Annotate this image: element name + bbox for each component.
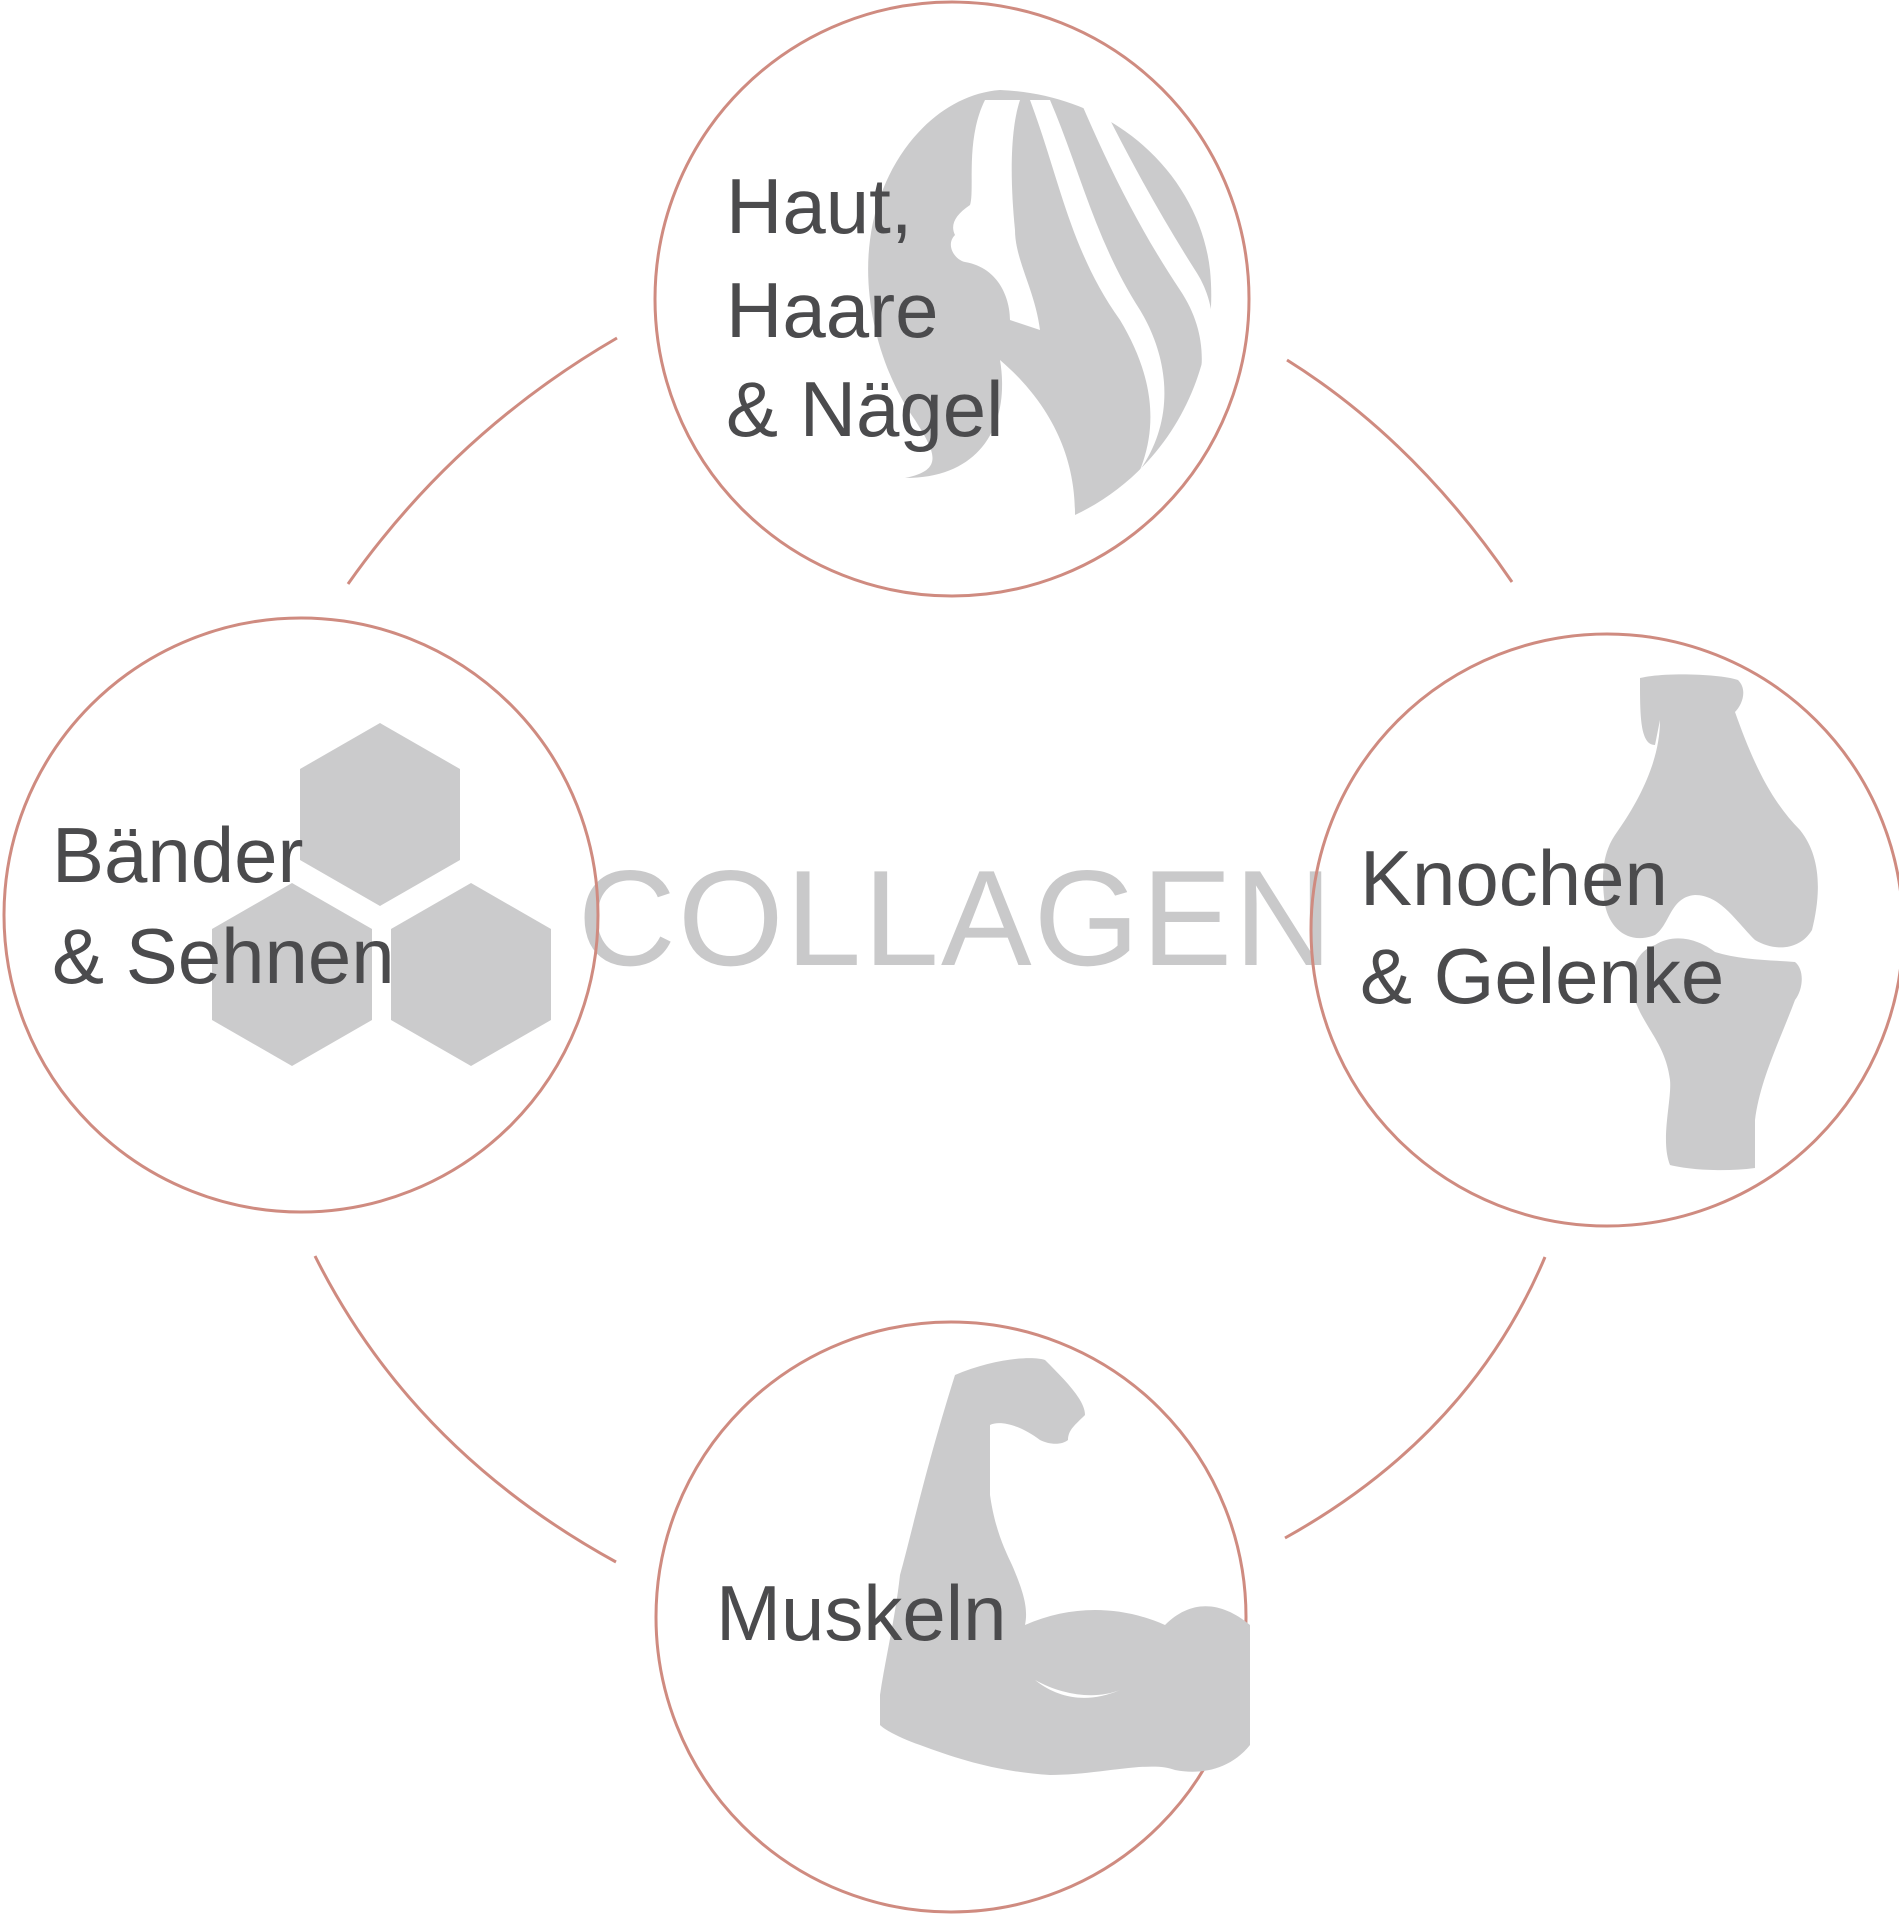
node-muscles-ring [654, 1320, 1248, 1914]
node-hair-label-2: Haare [726, 266, 938, 354]
hexagon-bottom-left [212, 883, 372, 1066]
node-bones-label-2: & Gelenke [1360, 932, 1724, 1020]
node-ligaments-label-1: Bänder [52, 811, 304, 899]
knee-joint-icon [1603, 674, 1818, 1171]
hexagons-icon [212, 723, 551, 1066]
node-ligaments-label-2: & Sehnen [52, 912, 395, 1000]
connector-arcs [313, 336, 1547, 1564]
node-ligaments-ring [2, 616, 600, 1214]
node-hair-label-3: & Nägel [726, 365, 1004, 453]
node-bones-ring [1309, 632, 1899, 1228]
node-hair-ring [653, 0, 1251, 598]
arc-left-top [346, 336, 618, 585]
node-bones: Knochen & Gelenke [1309, 632, 1899, 1228]
node-muscles-label: Muskeln [716, 1569, 1006, 1657]
node-bones-label-1: Knochen [1360, 834, 1668, 922]
woman-hair-icon [868, 90, 1213, 515]
hexagon-top [300, 723, 460, 906]
flexed-arm-icon [880, 1358, 1250, 1775]
node-hair: Haut, Haare & Nägel [653, 0, 1251, 598]
node-hair-label-1: Haut, [726, 162, 912, 250]
center-title: COLLAGEN [578, 842, 1335, 994]
arc-top-right [1286, 358, 1514, 583]
node-ligaments: Bänder & Sehnen [2, 616, 600, 1214]
hexagon-bottom-right [391, 883, 551, 1066]
arc-right-bottom [1284, 1256, 1547, 1540]
arc-bottom-left [313, 1255, 617, 1564]
node-muscles: Muskeln [654, 1320, 1250, 1914]
